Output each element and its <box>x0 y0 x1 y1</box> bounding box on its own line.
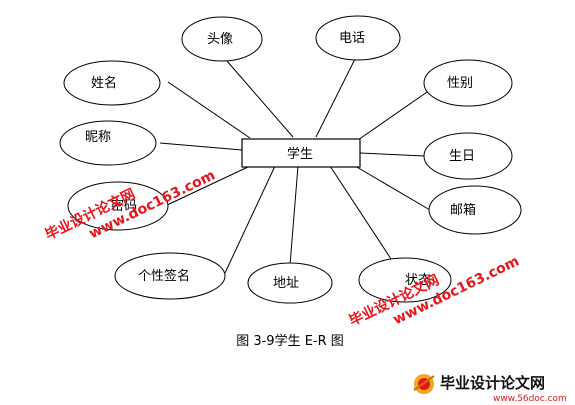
attribute-phone: 电话 <box>315 15 401 61</box>
edge-address <box>289 165 299 266</box>
attribute-nickname: 昵称 <box>59 120 157 166</box>
entity-student: 学生 <box>241 138 361 168</box>
edge-phone <box>315 52 359 138</box>
attribute-gender: 性别 <box>423 59 513 107</box>
attribute-password: 密码 <box>67 181 169 231</box>
edge-avatar <box>219 52 294 138</box>
attribute-nickname-label: 昵称 <box>85 130 111 145</box>
figure-caption: 图 3-9学生 E-R 图 <box>236 333 344 349</box>
attribute-email: 邮箱 <box>428 185 522 235</box>
edge-password <box>164 165 251 207</box>
site-logo-icon <box>413 374 435 394</box>
attribute-status-label: 状态 <box>405 273 431 288</box>
attribute-phone-label: 电话 <box>339 31 365 46</box>
site-logo-url: www.56doc.com <box>493 394 567 404</box>
attribute-status: 状态 <box>358 257 452 303</box>
attribute-name: 姓名 <box>63 60 161 106</box>
site-logo-title: 毕业设计论文网 <box>440 374 545 392</box>
attribute-avatar-label: 头像 <box>207 32 233 47</box>
attribute-avatar: 头像 <box>181 16 263 62</box>
attribute-birthday-label: 生日 <box>449 149 475 164</box>
attribute-signature: 个性签名 <box>114 252 226 300</box>
attribute-birthday: 生日 <box>423 132 513 180</box>
site-logo: 毕业设计论文网 www.56doc.com <box>413 374 567 404</box>
edge-signature <box>224 165 276 274</box>
attribute-password-label: 密码 <box>111 198 137 214</box>
attribute-address-label: 地址 <box>273 276 299 291</box>
edge-email <box>354 165 431 211</box>
edge-nickname <box>159 142 243 151</box>
attribute-gender-label: 性别 <box>447 76 473 91</box>
edge-name <box>167 81 251 139</box>
edge-birthday <box>359 152 426 157</box>
attribute-email-label: 邮箱 <box>450 202 476 218</box>
entity-student-label: 学生 <box>287 146 313 162</box>
attribute-name-label: 姓名 <box>91 75 117 91</box>
attribute-address: 地址 <box>247 262 333 304</box>
attribute-signature-label: 个性签名 <box>138 268 190 284</box>
connector-lines <box>159 52 431 274</box>
edge-gender <box>357 89 431 141</box>
edge-status <box>329 165 396 266</box>
